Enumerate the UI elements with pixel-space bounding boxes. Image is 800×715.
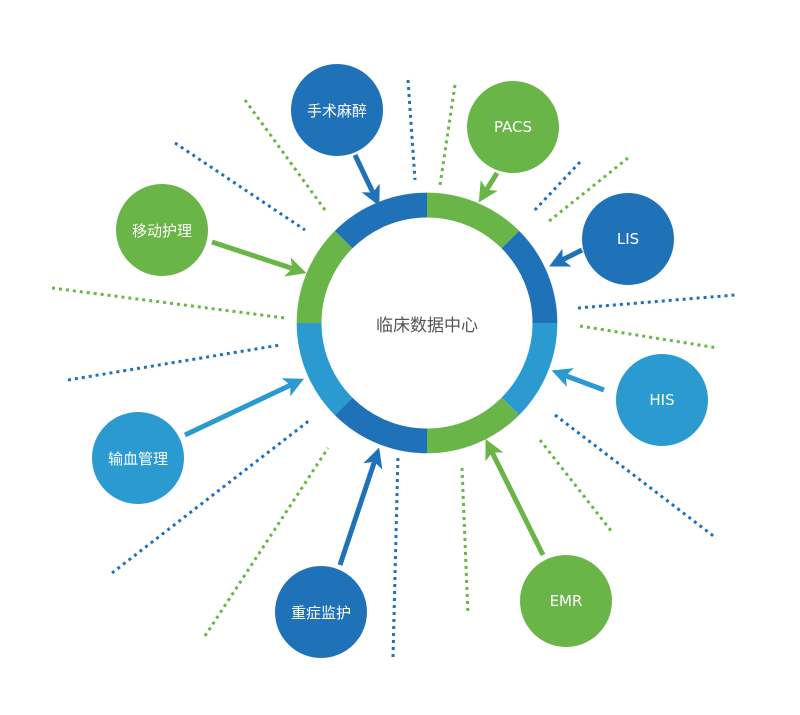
ring-segment [334, 397, 428, 454]
node-label: LIS [616, 230, 640, 248]
node-blood-transfusion[interactable]: 输血管理 [92, 412, 184, 504]
node-mobile-nursing[interactable]: 移动护理 [116, 184, 208, 276]
dotted-ray [438, 84, 457, 186]
ring-outline [296, 192, 558, 454]
dotted-ray [243, 99, 327, 211]
arrow [549, 247, 584, 267]
node-emr[interactable]: EMR [520, 555, 612, 647]
ring-segment [296, 322, 353, 416]
arrow [352, 153, 380, 207]
ring-segment [426, 192, 520, 249]
ring-segment [426, 397, 520, 454]
node-label: PACS [493, 118, 533, 136]
node-label: HIS [649, 391, 675, 409]
dotted-ray [579, 324, 719, 350]
arrow [478, 171, 500, 203]
dotted-ray [51, 286, 286, 320]
dotted-ray [174, 141, 306, 232]
node-pacs[interactable]: PACS [467, 81, 559, 173]
center-label: 临床数据中心 [376, 316, 478, 336]
arrow [551, 368, 605, 393]
node-surgery-anesthesia[interactable]: 手术麻醉 [291, 64, 383, 156]
node-lis[interactable]: LIS [582, 193, 674, 285]
node-label: 输血管理 [107, 449, 168, 468]
dotted-ray [460, 467, 470, 616]
ring-segment [501, 230, 558, 324]
ring-segment [334, 192, 428, 249]
node-label: EMR [549, 592, 583, 610]
dotted-ray [406, 79, 417, 181]
dotted-ray [67, 343, 281, 382]
arrow [485, 439, 546, 557]
dotted-ray [554, 413, 717, 540]
node-label: 移动护理 [131, 221, 192, 240]
dotted-ray [203, 447, 330, 637]
ring-segment [501, 322, 558, 416]
dotted-ray [577, 293, 736, 310]
node-his[interactable]: HIS [616, 354, 708, 446]
arrow [183, 378, 305, 438]
arrow [337, 447, 383, 566]
node-label: 重症监护 [290, 603, 351, 622]
dotted-ray [391, 454, 400, 658]
dotted-ray [531, 160, 582, 214]
dotted-ray [547, 156, 629, 224]
node-icu[interactable]: 重症监护 [275, 566, 367, 658]
ring-segment [296, 230, 353, 324]
dotted-ray [538, 439, 614, 533]
arrow [211, 239, 307, 277]
node-label: 手术麻醉 [306, 101, 367, 120]
